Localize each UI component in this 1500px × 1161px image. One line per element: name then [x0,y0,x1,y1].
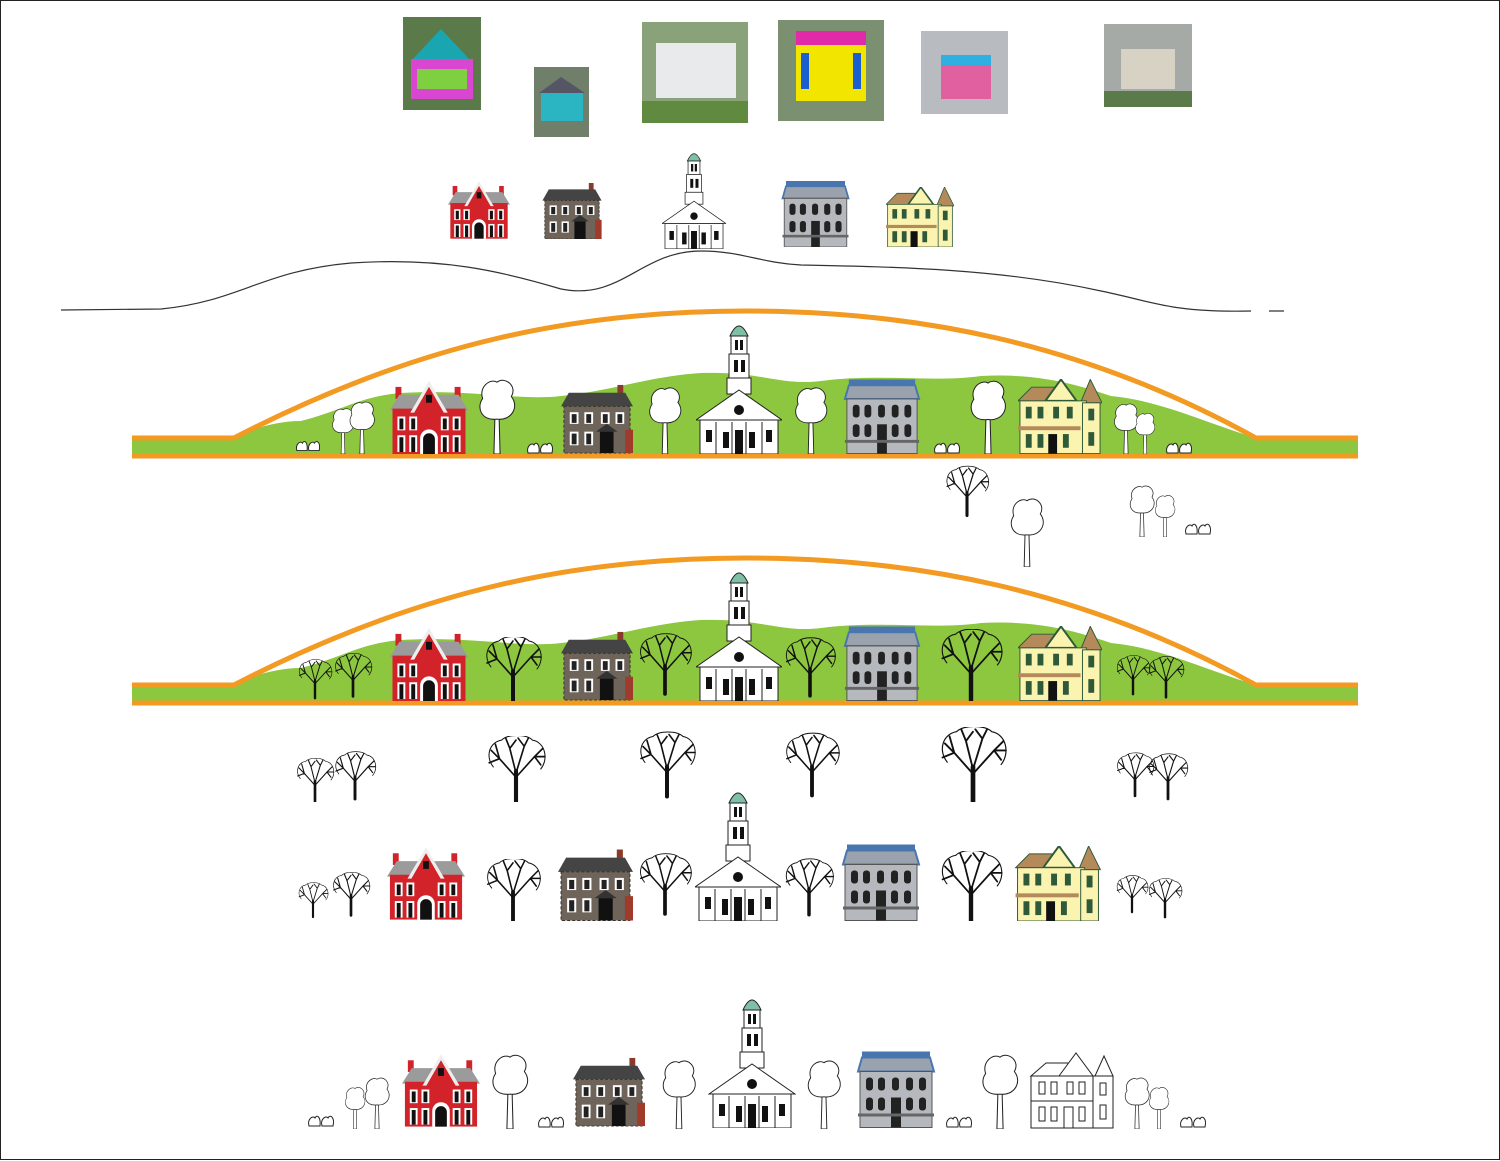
bush-icon [308,1115,334,1127]
loose-tree-assets [945,465,1211,567]
bush-icon [538,1116,564,1128]
bush-icon [1180,1116,1206,1128]
mansard-building-icon [841,844,921,921]
victorian-house-outline-icon [1029,1052,1114,1129]
church-steeple-icon [708,999,796,1128]
stone-house-icon [542,183,602,239]
victorian-house-icon [1018,379,1102,454]
bare-tree-icon [945,465,990,517]
bare-tree-icon [1115,751,1155,798]
stone-house-icon [561,384,633,454]
orange-arc-outline [132,555,1358,706]
bare-tree-icon [331,870,371,918]
bare-tree-icon [334,750,377,801]
bare-tree-row [296,726,1189,802]
mansard-building-icon [843,626,921,701]
stone-house-icon [573,1057,645,1127]
town-scene-winter [132,555,1358,706]
building-row-outline [308,999,1206,1129]
red-gabled-house-icon [389,381,469,454]
mansard-building-icon [781,181,850,247]
lollipop-tree-icon [492,1054,529,1129]
bare-tree-icon [489,735,545,802]
lollipop-tree-icon [1129,485,1155,537]
red-gabled-house-icon [402,1054,480,1127]
church-steeple-icon [695,792,781,921]
red-gabled-house-icon [387,847,465,920]
bare-tree-icon [787,733,840,795]
church-steeple-icon [662,153,726,249]
stone-house-icon [561,631,633,701]
red-gabled-house-icon [389,628,469,701]
mansard-building-icon [856,1051,936,1128]
building-row-small [448,153,954,249]
victorian-house-icon [886,187,954,247]
mansard-building-icon [843,379,921,454]
bare-tree-icon [641,732,695,797]
orange-arc-outline [132,308,1358,459]
bush-icon [946,1116,972,1128]
red-gabled-house-icon [448,181,510,239]
bare-tree-icon [641,854,692,914]
lollipop-tree-icon [364,1077,390,1129]
reference-photo-row [403,17,1192,137]
building-row-with-trees [297,792,1183,921]
bare-tree-icon [942,850,1001,921]
stone-house-icon [558,849,633,921]
lollipop-tree-icon [1124,1077,1150,1129]
bush-icon [1185,523,1211,535]
skyline-contour-line [60,250,1284,312]
bare-tree-icon [296,758,335,802]
bare-tree-icon [1147,877,1183,919]
victorian-house-icon [1015,846,1101,921]
bare-tree-icon [942,726,1006,802]
town-scene-summer [132,308,1358,459]
lollipop-tree-icon [982,1054,1019,1129]
bare-tree-icon [488,859,541,921]
lollipop-tree-icon [1155,495,1176,537]
bare-tree-icon [297,881,329,919]
bare-tree-icon [786,859,833,915]
lollipop-tree-icon [662,1060,696,1129]
bare-tree-icon [1115,873,1149,914]
victorian-house-icon [1018,626,1102,701]
lollipop-tree-icon [1149,1087,1170,1129]
lollipop-tree-icon [1010,498,1044,567]
lollipop-tree-icon [807,1060,841,1129]
lollipop-tree-icon [345,1087,366,1129]
bare-tree-icon [1148,752,1189,801]
